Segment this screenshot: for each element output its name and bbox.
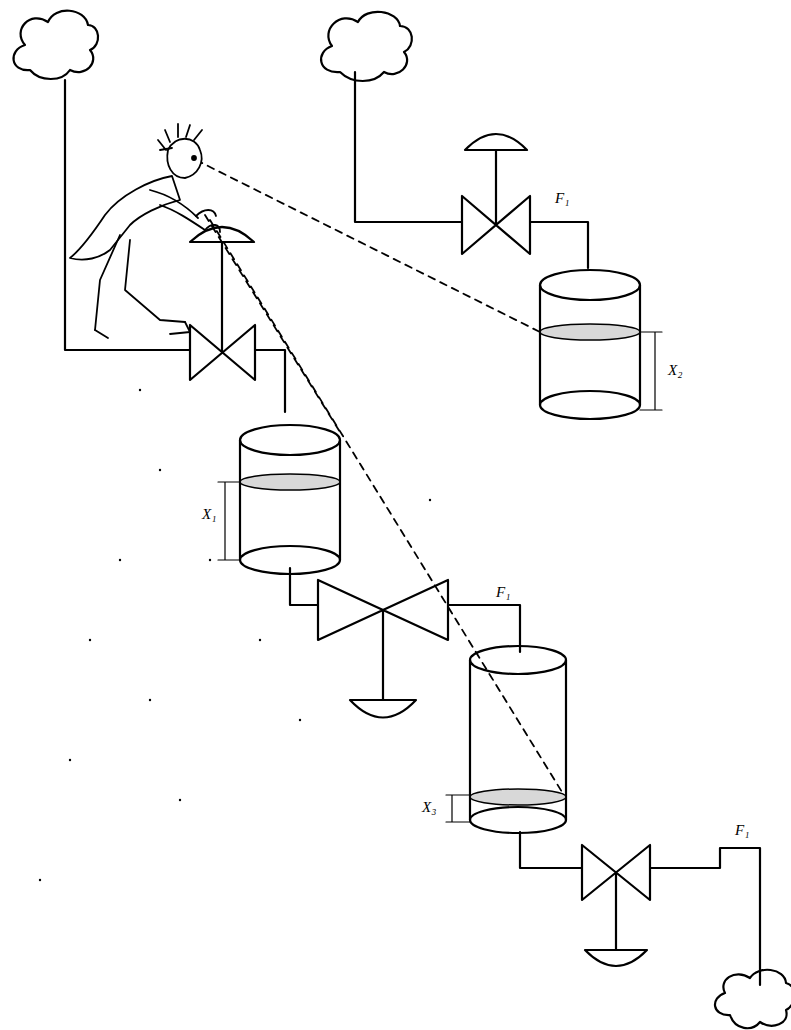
pipe [650, 848, 760, 985]
source-cloud [321, 12, 412, 81]
tank [446, 646, 566, 833]
pipe [520, 832, 582, 868]
level-label: X₂ [666, 362, 684, 379]
level-label: X₃ [420, 799, 438, 816]
source-cloud [14, 11, 99, 79]
level-label: X₁ [200, 506, 218, 523]
pipe [355, 72, 462, 222]
sink-cloud [715, 970, 791, 1028]
flow-label: F₁ [733, 822, 751, 839]
valve-actuator [465, 134, 527, 225]
operator-figure [70, 124, 220, 338]
flow-label: F₁ [494, 584, 512, 601]
pipe [448, 605, 520, 652]
flow-label: F₁ [553, 190, 571, 207]
dot [39, 389, 431, 881]
pipe [530, 222, 588, 268]
valve-actuator [190, 227, 254, 352]
tank [218, 425, 340, 574]
sight-line [196, 160, 562, 792]
valve-actuator [350, 610, 416, 718]
pipe [65, 80, 190, 350]
valve-actuator [585, 872, 647, 966]
pipe [255, 350, 285, 412]
tank [540, 270, 662, 419]
